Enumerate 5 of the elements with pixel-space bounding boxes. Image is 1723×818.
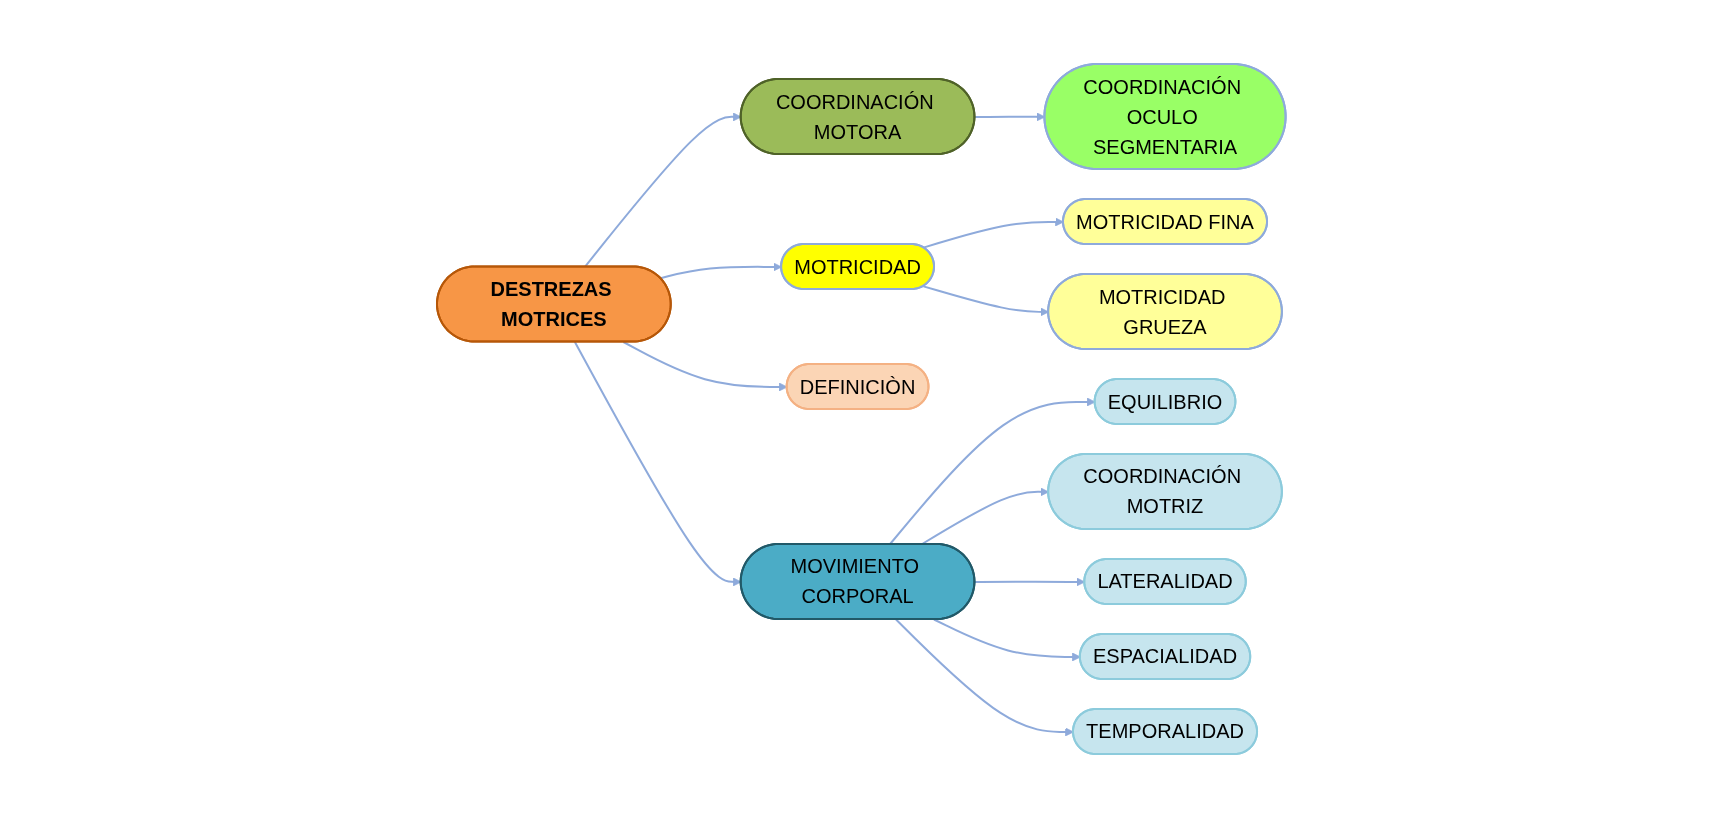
- arrow: [888, 397, 1096, 546]
- arrow: [622, 341, 788, 392]
- arrow: [583, 112, 742, 268]
- arrow: [574, 341, 742, 587]
- arrow: [933, 618, 1081, 662]
